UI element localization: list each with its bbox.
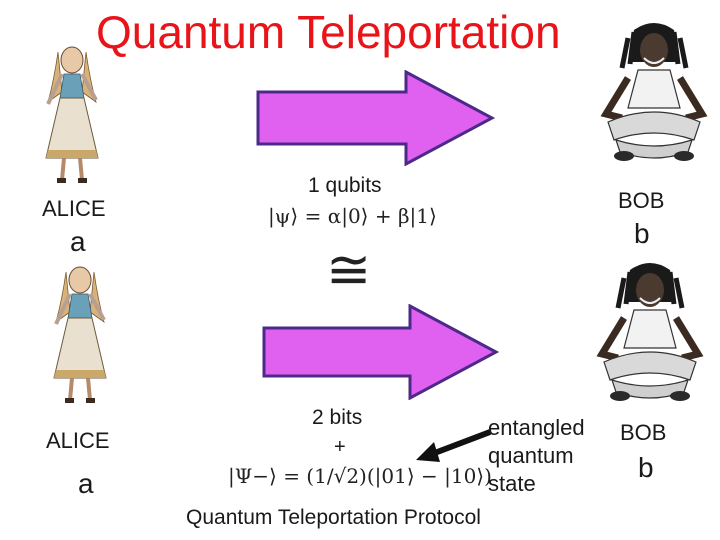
pointer-arrow-icon (416, 429, 492, 462)
alice-letter: a (70, 226, 86, 257)
plus-sign: + (334, 436, 346, 458)
bob-letter: b (638, 452, 654, 483)
bob-label: BOB (620, 420, 667, 445)
protocol-caption: Quantum Teleportation Protocol (186, 506, 481, 529)
qubit-label: 1 qubits (308, 174, 382, 197)
bob-figure-top (600, 23, 708, 161)
equivalence-symbol: ≅ (326, 238, 372, 301)
arrow-right-icon (256, 70, 496, 166)
slide-title: Quantum Teleportation (96, 6, 561, 58)
alice-letter: a (78, 468, 94, 499)
arrow-right-icon (262, 304, 500, 400)
bob-figure-bottom (596, 263, 704, 401)
entangled-line: quantum (488, 443, 574, 468)
entangled-line: entangled (488, 415, 585, 440)
bob-label: BOB (618, 188, 665, 213)
bell-state-formula: |Ψ−⟩ = (1/√2)(|01⟩ − |10⟩) (228, 464, 492, 488)
bits-label: 2 bits (312, 406, 363, 429)
alice-label: ALICE (46, 428, 110, 453)
alice-label: ALICE (42, 196, 106, 221)
entangled-state-note: entangled quantum state (488, 414, 585, 498)
bob-letter: b (634, 218, 650, 249)
qubit-state-formula: |ψ⟩ = α|0⟩ + β|1⟩ (268, 204, 437, 228)
entangled-line: state (488, 471, 536, 496)
alice-figure-bottom (53, 266, 107, 403)
alice-figure-top (45, 46, 99, 183)
